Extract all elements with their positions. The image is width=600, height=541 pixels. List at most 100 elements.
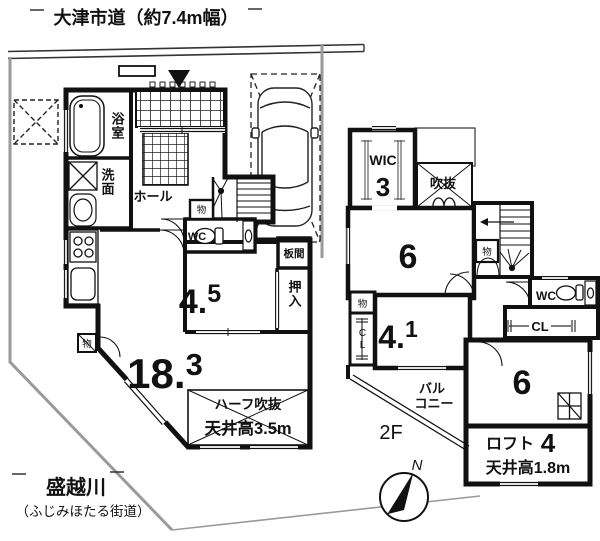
sliding-doors <box>196 272 280 336</box>
label-ceiling-35: 天井高3.5m <box>204 418 291 438</box>
car-mirror <box>310 127 319 139</box>
porch-edge-tile <box>209 81 216 88</box>
half-void-area <box>187 389 309 446</box>
door-arc-backdoor <box>99 336 121 358</box>
genkan-tiles <box>142 132 189 186</box>
floor2-doors <box>444 271 531 367</box>
stair-newel-dot <box>508 264 516 272</box>
bathtub-icon <box>69 95 105 157</box>
porch-edge-tile <box>159 81 166 88</box>
floor1-plan: 浴室 洗面 ホール WC 物 物 板間 押入 4.5 18.3 ハーフ吹抜 天井… <box>63 81 313 450</box>
label-wic-size: 3 <box>376 172 390 202</box>
label-floor2: 2F <box>379 422 402 444</box>
door-arc-41 <box>444 271 470 297</box>
window-diagonal <box>122 377 168 426</box>
compass-icon: N <box>379 457 429 522</box>
kitchen-sink-icon <box>70 267 96 301</box>
site-boundary-south <box>171 495 481 531</box>
window <box>398 365 446 371</box>
ladder-icon <box>557 392 582 420</box>
toilet-icon <box>194 227 224 245</box>
kitchen-counter <box>67 229 99 305</box>
label-half-void: ハーフ吹抜 <box>215 396 282 412</box>
roof-below <box>414 127 476 167</box>
river-label: 盛越川 <box>46 475 106 499</box>
label-room45: 4.5 <box>179 280 221 321</box>
stair-newel-dot <box>217 187 225 195</box>
label-balcony-2: コニー <box>414 396 453 411</box>
label-room6-north: 6 <box>399 238 418 276</box>
gate-rect <box>118 65 156 77</box>
under-stair-storage-2f <box>474 238 500 264</box>
label-back-storage: 物 <box>82 338 92 350</box>
door-arc-wc2f <box>505 281 531 307</box>
wc-cabinet <box>242 220 255 251</box>
porch-edge-tile <box>189 81 196 88</box>
window <box>63 110 69 152</box>
closet-row <box>503 305 600 340</box>
label-loft-size: 4 <box>541 428 556 458</box>
stairs-1f <box>188 177 273 222</box>
label-balcony-1: バル <box>419 381 445 396</box>
closet-pole-horizontal <box>507 320 576 332</box>
under-stair-storage <box>188 198 215 221</box>
label-wc-2f: WC <box>536 289 556 303</box>
sink-icon <box>69 193 97 227</box>
closet-pole-vertical <box>356 318 368 360</box>
floor1-outline <box>63 87 313 450</box>
label-stair-storage-2f: 物 <box>482 246 492 258</box>
car-mirror <box>251 127 260 139</box>
car-windshield <box>261 125 309 133</box>
site-boundary-west <box>8 57 174 532</box>
basin-icon-2f <box>584 280 597 306</box>
label-loft: ロフト <box>486 436 534 453</box>
entrance-marker-icon <box>168 70 190 88</box>
label-loft-ceiling: 天井高1.8m <box>486 458 570 477</box>
road-label: 大津市道（約7.4m幅） <box>53 7 238 28</box>
label-oshiire: 押入 <box>287 279 302 308</box>
label-closet-row: CL <box>531 319 548 334</box>
stair-direction-arrow <box>480 218 488 226</box>
closet-door-arc <box>476 257 489 278</box>
toilet-icon-2f <box>555 284 584 301</box>
label-hall: ホール <box>133 189 172 204</box>
window <box>500 481 538 487</box>
site-boundary <box>8 44 481 532</box>
washing-machine-icon <box>68 161 98 191</box>
river-labels: 盛越川 （ふじみほたる街道） <box>12 471 151 519</box>
porch-edge-tile <box>169 81 176 88</box>
label-west-closet: CL <box>357 328 368 352</box>
floor2-plan: WIC 3 吹抜 物 物 CL 6 4.1 バル コニー WC CL 6 ロフト… <box>345 125 600 487</box>
label-itanoma: 板間 <box>284 247 305 260</box>
floor1-doors <box>99 218 185 358</box>
window <box>587 352 593 394</box>
porch-edge-tile <box>199 81 206 88</box>
label-void: 吹抜 <box>430 176 457 191</box>
label-room6-south: 6 <box>513 364 532 402</box>
sliding-door-gap <box>274 272 280 328</box>
label-bath: 浴室 <box>110 111 125 140</box>
river-road-label: （ふじみほたる街道） <box>16 504 151 519</box>
compass-north-label: N <box>412 457 423 474</box>
entrance-porch <box>135 81 225 186</box>
label-west-storage: 物 <box>358 298 368 310</box>
door-arc-6north <box>449 273 475 299</box>
porch-tiles <box>135 90 225 128</box>
floor2-windows <box>345 125 593 487</box>
wc-room-outline <box>183 217 257 254</box>
window <box>372 125 396 131</box>
stairs-2f <box>474 203 532 278</box>
road-line <box>7 43 365 53</box>
closet-door-arc <box>487 257 500 278</box>
void-cross <box>416 162 473 208</box>
label-ldk: 18.3 <box>127 347 203 397</box>
wic-hanger-pipes <box>361 140 405 200</box>
label-stair-storage-1f: 物 <box>197 204 207 216</box>
road-otsu: 大津市道（約7.4m幅） <box>7 7 365 60</box>
label-room41: 4.1 <box>378 316 418 355</box>
window <box>542 275 568 281</box>
wic-door-opening <box>372 205 397 211</box>
itanoma-outline <box>276 236 312 270</box>
